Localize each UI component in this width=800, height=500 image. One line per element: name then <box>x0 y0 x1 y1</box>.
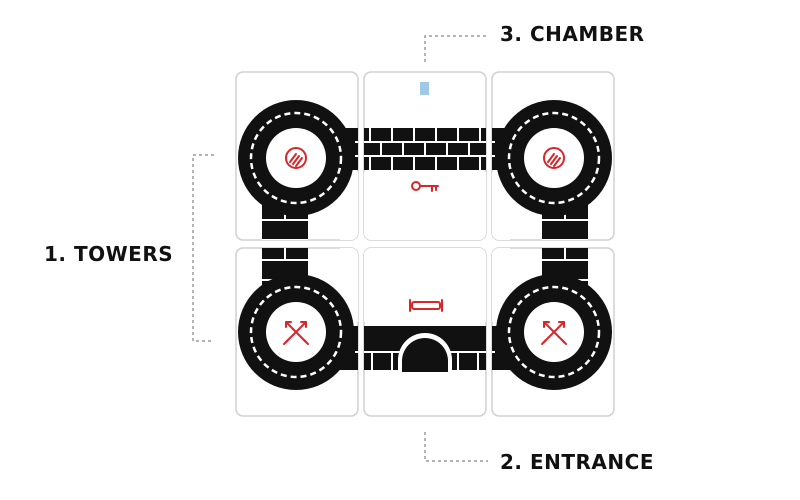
chamber-leader <box>424 35 488 62</box>
entrance-label: 2. ENTRANCE <box>500 450 654 474</box>
tower-top-right <box>496 100 612 216</box>
towers-label: 1. TOWERS <box>44 242 174 266</box>
scroll-icon <box>409 299 443 312</box>
chamber-label: 3. CHAMBER <box>500 22 645 46</box>
key-icon <box>411 181 439 192</box>
blue-marker-icon <box>420 82 429 95</box>
castle-walls <box>238 100 612 390</box>
crossed-arrows-icon <box>541 321 567 345</box>
hand-circle-icon <box>543 147 565 169</box>
towers-bracket <box>192 154 214 342</box>
hand-circle-icon <box>285 147 307 169</box>
entrance-leader <box>424 432 488 462</box>
leader-lines <box>192 35 488 462</box>
crossed-arrows-icon <box>283 321 309 345</box>
tower-top-left <box>238 100 354 216</box>
